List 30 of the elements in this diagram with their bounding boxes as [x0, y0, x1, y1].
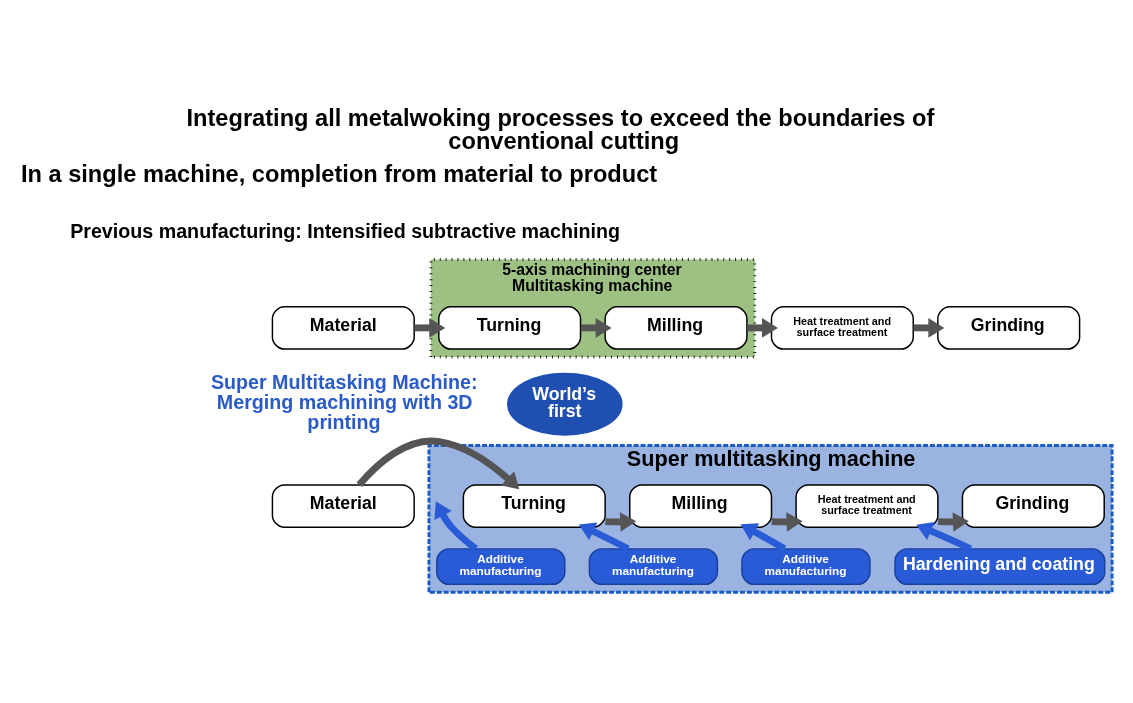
arrow [605, 511, 637, 532]
node-box: Additive manufacturing [436, 547, 566, 585]
arrow [580, 317, 612, 338]
node-box: Additive manufacturing [588, 547, 719, 585]
arrow [913, 317, 945, 338]
node-box: Grinding [937, 305, 1081, 350]
node-box: Hardening and coating [894, 547, 1106, 585]
node-box: Material [271, 483, 415, 528]
node-box: Milling [629, 483, 773, 528]
node-box: Heat treatment and surface treatment [770, 305, 914, 350]
node-box: Heat treatment and surface treatment [795, 483, 939, 528]
arrow [414, 317, 446, 338]
diagram-title: Integrating all metalwoking processes to exceed the boundaries of conventional cutting [186, 104, 935, 154]
node-box: Milling [604, 305, 748, 350]
label: Previous manufacturing: Intensified subtractive machining [70, 219, 620, 242]
arrow [434, 500, 478, 551]
arrow [747, 317, 778, 338]
node-box: Turning [462, 483, 606, 528]
node-box: Additive manufacturing [741, 547, 871, 585]
node-box: Grinding [961, 483, 1105, 528]
label: Super Multitasking Machine: Merging machining with 3D printing [210, 370, 478, 433]
node-box: Turning [438, 305, 582, 350]
arrow [938, 511, 969, 532]
arrow [356, 437, 520, 489]
arrow [740, 522, 787, 552]
label: In a single machine, completion from material to product [20, 160, 658, 187]
arrow [771, 511, 803, 532]
node-ellipse: World’s first [506, 372, 623, 436]
node-box: Material [271, 305, 415, 350]
arrow [578, 522, 630, 552]
